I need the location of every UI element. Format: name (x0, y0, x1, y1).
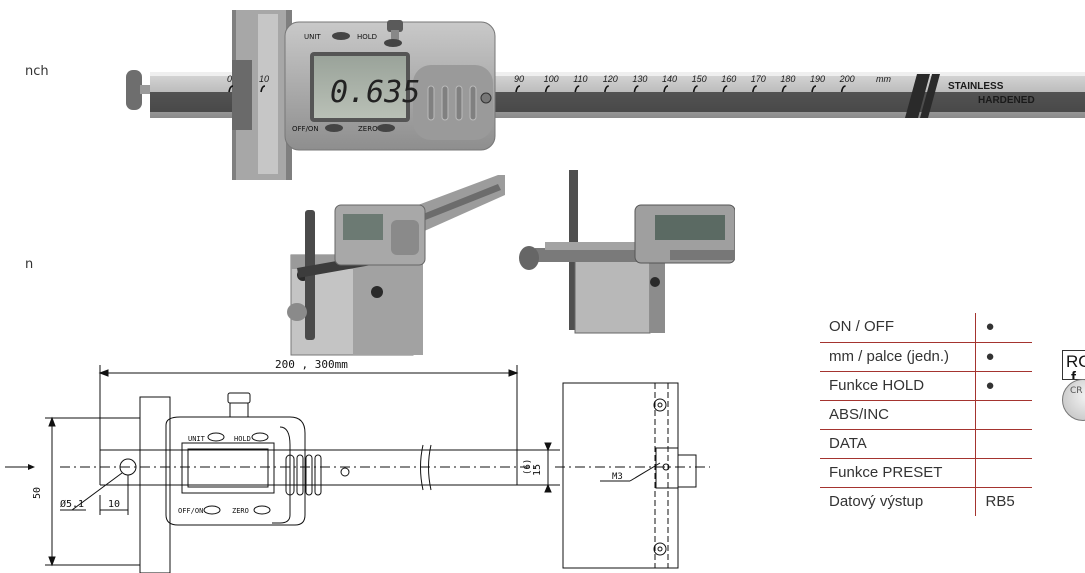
scale-tick (663, 85, 669, 93)
hold-label: HOLD (357, 33, 377, 41)
photo-angled-view (519, 170, 735, 334)
scale-tick (260, 85, 266, 93)
offon-button[interactable] (325, 124, 343, 132)
hole-dimension: Ø5.1 (60, 498, 84, 510)
hold-knob (387, 20, 403, 32)
width-dimension: 15 (532, 464, 543, 476)
thread-label: M3 (612, 472, 623, 482)
feature-row: Funkce HOLD● (820, 371, 1032, 401)
scale-tick (752, 85, 757, 93)
scale-tick (633, 85, 639, 93)
feature-row: DATA (820, 429, 1032, 459)
offon-label: OFF/ON (292, 125, 319, 133)
caliper-photo: 0.635 UNIT HOLD OFF/ON ZERO 0 10 90 100 110… (126, 10, 1085, 180)
feature-row: mm / palce (jedn.)● (820, 342, 1032, 372)
feature-value: RB5 (974, 487, 1032, 516)
stamp-line1: STAINLESS (948, 81, 1004, 92)
technical-drawing: 200 , 300mm 50 Ø5.1 10 15 (6) M3 UNIT HO… (5, 358, 710, 573)
scale-tick (722, 85, 728, 93)
scale-tick-label: 90 (514, 74, 524, 84)
drawing-zero-label: ZERO (232, 507, 249, 515)
rohs-badge: RO f (1062, 350, 1085, 380)
scale-tick (811, 85, 817, 93)
side-text-top: nch (25, 64, 49, 79)
battery-coin-icon: CR (1062, 379, 1085, 421)
scale-tick-label: 190 (810, 74, 825, 84)
feature-row: ABS/INC (820, 400, 1032, 430)
height-dimension: 50 (32, 487, 43, 499)
scale-tick-label: 160 (721, 74, 736, 84)
drawing-offon-label: OFF/ON (178, 507, 203, 515)
scale-tick-label: 120 (603, 74, 618, 84)
feature-value (974, 458, 1032, 488)
scale-tick-label: 110 (573, 74, 587, 84)
width-sub-dimension: (6) (523, 459, 533, 475)
feature-value: ● (974, 371, 1032, 401)
scale-tick-label: 0 (227, 74, 232, 84)
scale-tick-label: 180 (780, 74, 795, 84)
scale-tick-label: 150 (692, 74, 707, 84)
scale-right: 90 100 110 120 130 140 150 160 170 180 190 200 (514, 74, 855, 93)
scale-tick (228, 85, 234, 93)
scale-tick (604, 85, 609, 93)
unit-label: UNIT (304, 33, 321, 41)
feature-value: ● (974, 342, 1032, 372)
feature-label: ABS/INC (820, 400, 975, 430)
coin-text: CR (1070, 386, 1083, 396)
hold-button[interactable] (384, 39, 402, 47)
scale-tick-label: 170 (751, 74, 766, 84)
scale-left: 0 10 (227, 74, 269, 93)
feature-row: Datový výstup RB5 (820, 487, 1032, 516)
rohs-line2: f (1071, 369, 1076, 380)
photo-front-view (287, 175, 505, 356)
unit-button[interactable] (332, 32, 350, 40)
feature-value (974, 400, 1032, 430)
offset-dimension: 10 (108, 499, 120, 510)
feature-row: Funkce PRESET (820, 458, 1032, 488)
stamp-line2: HARDENED (978, 95, 1035, 106)
lcd-reading: 0.635 (330, 75, 420, 110)
feature-value: ● (974, 313, 1032, 343)
zero-button[interactable] (377, 124, 395, 132)
length-dimension: 200 , 300mm (275, 358, 348, 371)
lcd-screen (314, 56, 406, 118)
scale-tick-label: 130 (632, 74, 647, 84)
feature-label: ON / OFF (820, 313, 975, 343)
zero-label: ZERO (358, 125, 378, 133)
scale-tick (544, 85, 550, 93)
features-table: ON / OFF●mm / palce (jedn.)●Funkce HOLD●… (820, 313, 1032, 516)
feature-label: Funkce HOLD (820, 371, 975, 401)
feature-label: DATA (820, 429, 975, 459)
scale-tick-label: 200 (839, 74, 855, 84)
feature-row: ON / OFF● (820, 313, 1032, 343)
feature-value (974, 429, 1032, 459)
rear-knob (126, 70, 142, 110)
scale-tick (840, 85, 846, 93)
scale-tick-label: 100 (544, 74, 559, 84)
scale-tick-label: 10 (259, 74, 269, 84)
rohs-line1: RO (1066, 352, 1085, 371)
drawing-unit-label: UNIT (188, 435, 206, 443)
feature-label: Funkce PRESET (820, 458, 975, 488)
feature-label: Datový výstup (829, 492, 924, 510)
scale-tick (574, 85, 580, 93)
scale-unit: mm (876, 74, 891, 84)
scale-tick (781, 85, 787, 93)
drawing-hold-label: HOLD (234, 435, 251, 443)
scale-tick (692, 85, 698, 93)
feature-label: mm / palce (jedn.) (820, 342, 975, 372)
scale-tick-label: 140 (662, 74, 677, 84)
side-text-middle: n (25, 257, 34, 272)
scale-tick (515, 85, 521, 93)
